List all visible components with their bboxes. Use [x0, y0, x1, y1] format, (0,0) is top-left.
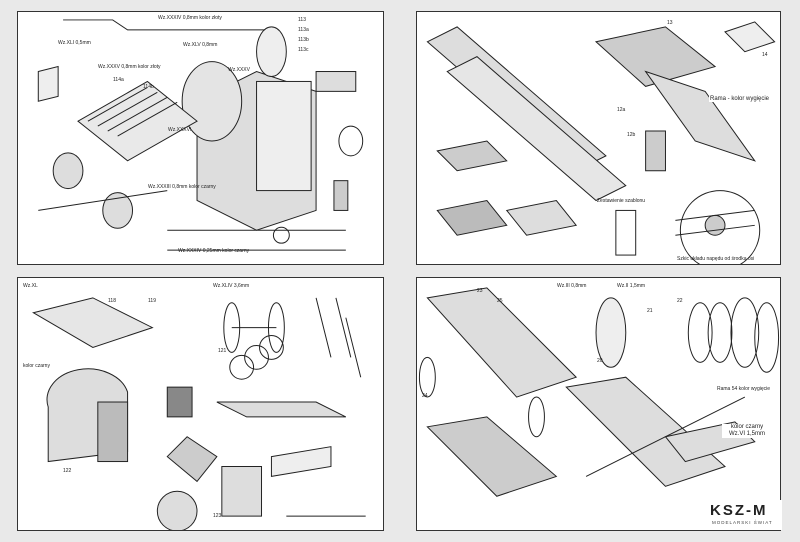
label: 14 — [762, 52, 768, 58]
frame-color-label: Rama - kolor wygięcie — [709, 96, 771, 102]
label: Rama 54 kolor wygięcie — [717, 386, 771, 392]
label: 113 — [298, 17, 306, 23]
ksz-m-logo: KSZ-M MODELARSKI ŚWIAT — [708, 500, 782, 530]
label: 13 — [667, 20, 673, 26]
label: Wz.XXXIV 0,25mm kolor czarny — [178, 248, 250, 254]
label: 25 — [497, 298, 503, 304]
label: Szkic układu napędu od środka osi — [677, 256, 755, 262]
label: 118 — [108, 298, 116, 304]
panel-frame-and-chassis: Zestawienie szablonu Szkic układu napędu… — [416, 11, 781, 265]
label: Wz.XXXIII 0,8mm kolor czarny — [148, 184, 216, 190]
cab-details-drawing — [32, 297, 366, 530]
label: 24 — [422, 393, 428, 399]
label: 119 — [148, 298, 156, 304]
wheels-drawing — [418, 287, 780, 497]
label: 113c — [298, 47, 309, 53]
wire-color-label: kolor czarny Wz.VI 1,5mm — [722, 424, 772, 438]
label: Wz.XLIV 3,6mm — [213, 283, 250, 289]
label: Wz.XXXVI — [168, 127, 192, 133]
label: 114a — [113, 77, 124, 83]
label: 12b — [627, 132, 636, 138]
panel-cab-and-boiler: Wz.XXXIV 0,8mm kolor złoty Wz.XLI 0,5mm … — [17, 11, 384, 265]
frame-drawing — [426, 21, 776, 264]
panel-cab-details: Wz.XLIV 3,6mm Wz.XL kolor czarny 118 119… — [17, 277, 384, 531]
logo-subtitle: MODELARSKI ŚWIAT — [712, 520, 773, 525]
panel-wheels-and-running-gear: Wz.II 1,5mm Wz.III 0,8mm Rama 54 kolor w… — [416, 277, 781, 531]
label: 121 — [218, 348, 227, 354]
label: 122 — [63, 468, 72, 474]
label: 12a — [617, 107, 626, 113]
label: Wz.XXXV 0,8mm kolor złoty — [98, 64, 161, 70]
label: 114b — [143, 84, 154, 90]
label: Wz.XXXV — [228, 67, 250, 73]
label: Wz.XLI 0,5mm — [58, 40, 91, 46]
label: Wz.II 1,5mm — [617, 283, 646, 289]
label: Zestawienie szablonu — [597, 198, 646, 204]
label: Wz.XXXIV 0,8mm kolor złoty — [158, 15, 222, 21]
label: kolor czarny — [23, 363, 50, 369]
label: Wz.III 0,8mm — [557, 283, 587, 289]
label: Wz.XL — [23, 283, 38, 289]
label: 123 — [213, 513, 222, 519]
label: 113a — [298, 27, 309, 33]
label: 22 — [677, 298, 683, 304]
label: 20 — [597, 358, 603, 364]
label: 21 — [647, 308, 653, 314]
cab-boiler-drawing — [37, 19, 364, 251]
label: 23 — [477, 288, 483, 294]
label: 113b — [298, 37, 309, 43]
logo-mark: KSZ-M — [710, 502, 768, 519]
label: Wz.XLV 0,8mm — [183, 42, 218, 48]
